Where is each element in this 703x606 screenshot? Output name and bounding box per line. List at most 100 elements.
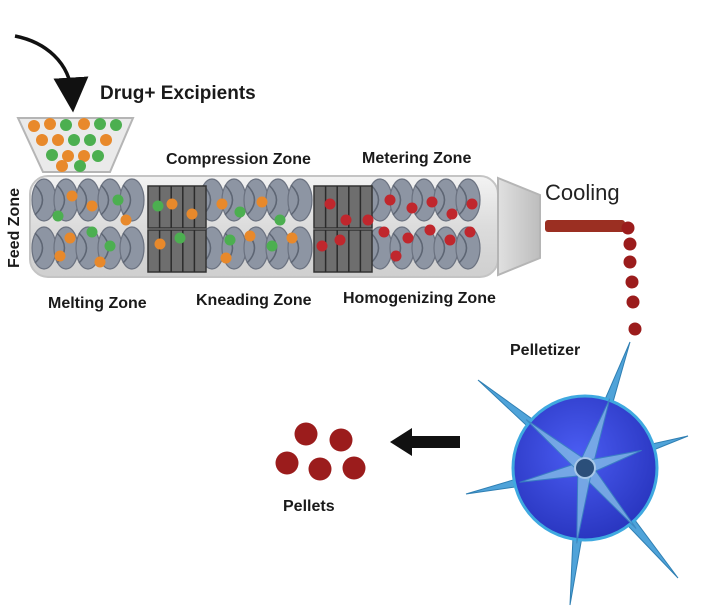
falling-melt-droplets <box>621 221 642 336</box>
pelletizer-hub <box>574 457 596 479</box>
pellets-group <box>275 422 366 481</box>
pelletizer <box>465 341 689 606</box>
hopper-particle <box>84 134 96 146</box>
pellet <box>308 457 332 481</box>
melt-droplet <box>623 255 637 269</box>
barrel-particle <box>266 240 278 252</box>
input-label: Drug+ Excipients <box>100 83 256 104</box>
pellets-label: Pellets <box>283 498 335 515</box>
pelletizer-label: Pelletizer <box>510 342 581 359</box>
barrel-particle <box>154 238 166 250</box>
metering-zone-label: Metering Zone <box>362 150 472 167</box>
pellet <box>329 428 353 452</box>
curved-arrow-icon <box>14 34 89 113</box>
barrel-particle <box>446 208 458 220</box>
screw-flight-edge <box>34 232 44 264</box>
pellet <box>275 451 299 475</box>
barrel-particle <box>406 202 418 214</box>
barrel-particle <box>426 196 438 208</box>
melt-droplet <box>626 295 640 309</box>
barrel-particle <box>64 232 76 244</box>
barrel-particle <box>86 200 98 212</box>
barrel-particle <box>464 226 476 238</box>
hopper-particle <box>56 160 68 172</box>
left-arrow-icon <box>390 428 460 456</box>
screw-flight-edge <box>414 184 424 216</box>
kneading-zone-label: Kneading Zone <box>196 292 312 309</box>
barrel-particle <box>120 214 132 226</box>
screw-flight-edge <box>414 232 424 264</box>
hopper-particle <box>78 150 90 162</box>
barrel-particle <box>244 230 256 242</box>
screw-flight-edge <box>268 184 278 216</box>
barrel-particle <box>378 226 390 238</box>
barrel-particle <box>52 210 64 222</box>
screw-flight-edge <box>224 184 234 216</box>
screw-flight-edge <box>458 232 468 264</box>
hopper-particle <box>94 118 106 130</box>
pellet <box>342 456 366 480</box>
barrel-particle <box>86 226 98 238</box>
barrel-particle <box>54 250 66 262</box>
hopper-particle <box>44 118 56 130</box>
barrel-particle <box>256 196 268 208</box>
cooling-label: Cooling <box>545 180 620 205</box>
screw-flight-edge <box>100 184 110 216</box>
hopper-icon <box>16 117 135 173</box>
screw-flight-edge <box>122 232 132 264</box>
screw-flight-edge <box>246 184 256 216</box>
screw-flight-edge <box>370 232 380 264</box>
barrel-particle <box>216 198 228 210</box>
hopper-particle <box>52 134 64 146</box>
barrel-particle <box>112 194 124 206</box>
hopper-particle <box>46 149 58 161</box>
barrel-particle <box>186 208 198 220</box>
cooling-strand <box>545 220 625 232</box>
barrel-particle <box>166 198 178 210</box>
screw-flight-edge <box>34 184 44 216</box>
barrel-particle <box>390 250 402 262</box>
barrel-particle <box>362 214 374 226</box>
barrel-particles <box>52 190 478 268</box>
hopper-particle <box>36 134 48 146</box>
pellet <box>294 422 318 446</box>
barrel-particle <box>384 194 396 206</box>
barrel-particle <box>324 198 336 210</box>
homogenizing-zone-label: Homogenizing Zone <box>343 290 496 307</box>
barrel-particle <box>104 240 116 252</box>
melt-droplet <box>625 275 639 289</box>
barrel-particle <box>274 214 286 226</box>
screw-flight-edge <box>290 184 300 216</box>
barrel-particle <box>402 232 414 244</box>
feed-zone-label: Feed Zone <box>6 187 23 268</box>
hopper-particle <box>62 150 74 162</box>
hopper-particle <box>78 118 90 130</box>
melt-droplet <box>621 221 635 235</box>
hopper-particle <box>60 119 72 131</box>
screw-flight-edge <box>392 184 402 216</box>
barrel-particle <box>340 214 352 226</box>
barrel-particle <box>286 232 298 244</box>
hopper-particle <box>68 134 80 146</box>
hopper-particle <box>74 160 86 172</box>
barrel-particle <box>444 234 456 246</box>
screw-flight-edge <box>370 184 380 216</box>
barrel-particle <box>174 232 186 244</box>
screw-flight-edge <box>78 184 88 216</box>
melt-droplet <box>623 237 637 251</box>
melting-zone-label: Melting Zone <box>48 295 147 312</box>
barrel-particle <box>94 256 106 268</box>
hopper-particle <box>28 120 40 132</box>
kneading-blocks <box>147 185 373 273</box>
barrel-particle <box>66 190 78 202</box>
barrel-particle <box>224 234 236 246</box>
barrel-particle <box>424 224 436 236</box>
screw-flight-edge <box>436 232 446 264</box>
pelletizer-blades-front <box>519 398 642 544</box>
barrel-particle <box>334 234 346 246</box>
screw-flight-edge <box>436 184 446 216</box>
barrel-particle <box>316 240 328 252</box>
twin-screws <box>31 178 481 270</box>
barrel-particle <box>466 198 478 210</box>
